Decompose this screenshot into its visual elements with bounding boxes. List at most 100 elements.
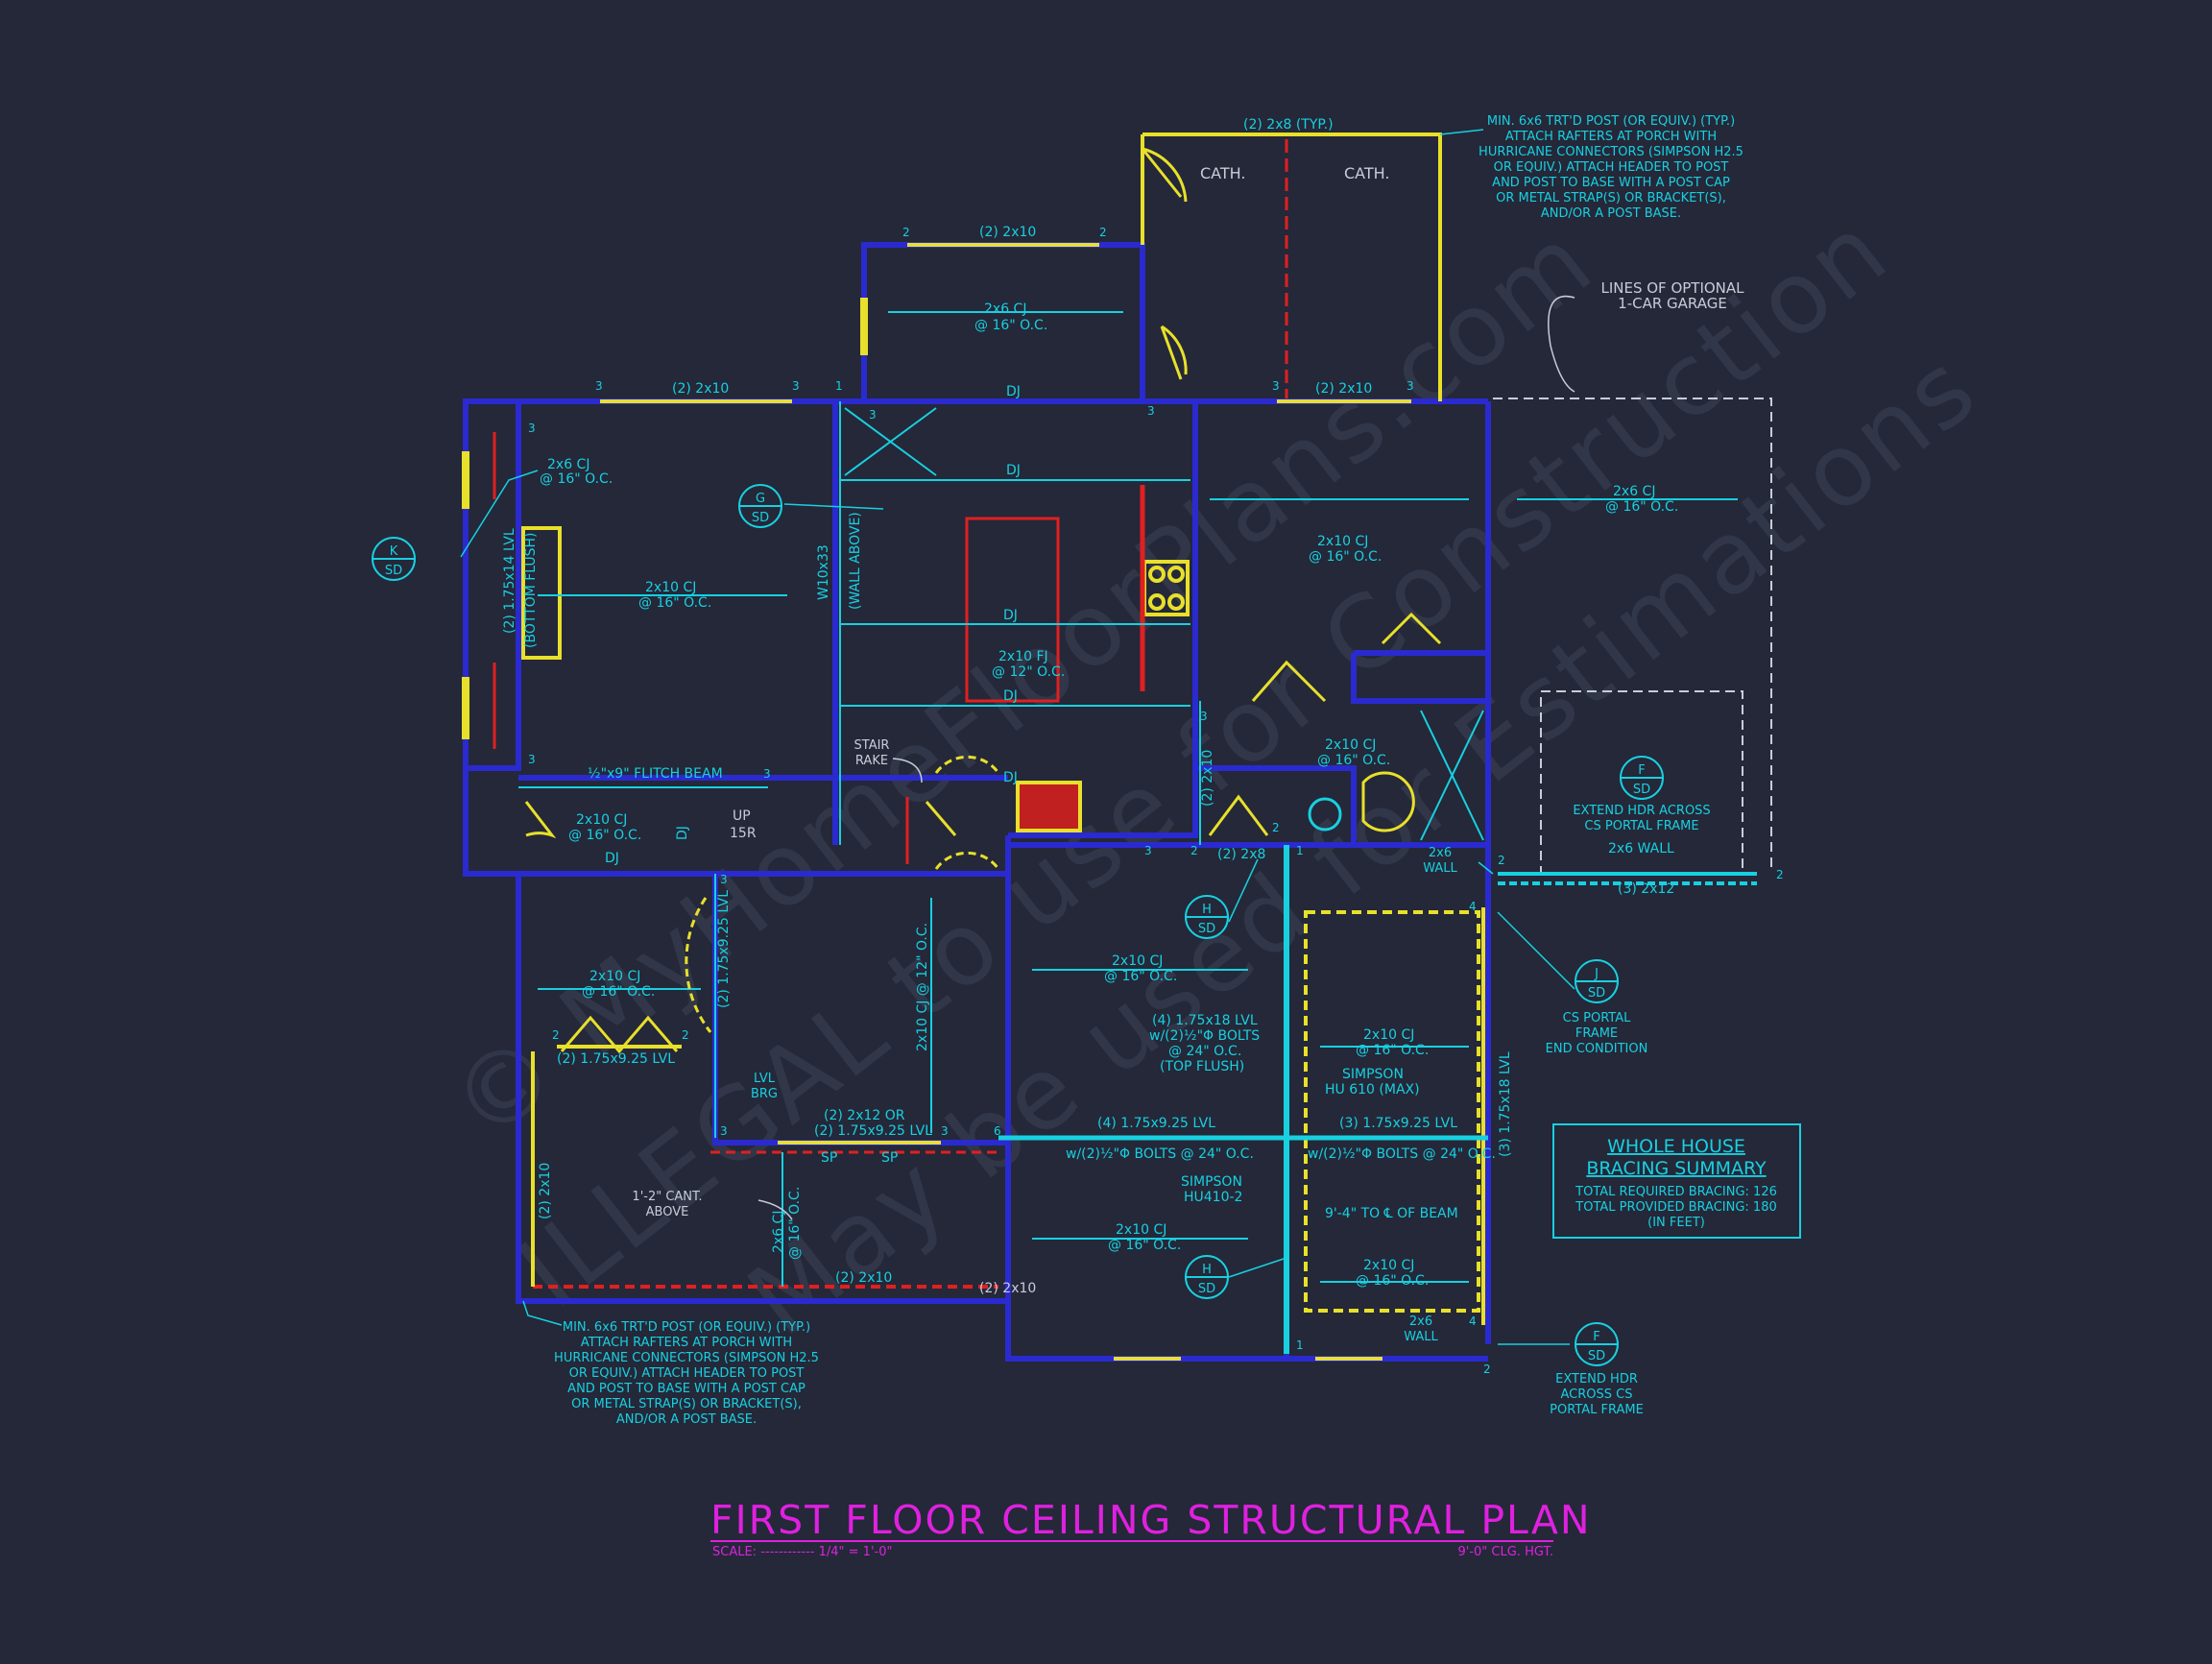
burner-2 (1167, 566, 1185, 583)
burner-1 (1148, 566, 1166, 583)
door-pantry (1251, 660, 1327, 703)
note-wall-a-1: 2x6 (1429, 846, 1452, 860)
vertical-labels: (2) 1.75x14 LVL (BOTTOM FLUSH) (WALL ABO… (502, 512, 1513, 1260)
note-porch-bottom-5: AND POST TO BASE WITH A POST CAP (567, 1382, 805, 1396)
label-hdr-porch-bottom: (2) 2x10 (835, 1270, 892, 1286)
label-lvl-3-18: (3) 1.75x18 LVL (1498, 1051, 1513, 1157)
note-extend-bottom-2: ACROSS CS (1561, 1387, 1633, 1402)
label-cj-center2-b: @ 16" O.C. (1108, 1238, 1181, 1253)
jack-num: 2 (1498, 854, 1505, 867)
jack-num: 3 (792, 379, 800, 393)
wall-kitchen-right (1008, 401, 1198, 838)
note-garage-1: LINES OF OPTIONAL (1600, 279, 1744, 297)
label-cj-6-b: @ 16" O.C. (787, 1187, 803, 1260)
label-porch-left-v: (2) 2x10 (538, 1163, 553, 1219)
label-fj-b: @ 12" O.C. (992, 664, 1065, 680)
label-cj-bath-a: 2x10 CJ (1325, 737, 1376, 753)
tag-k-sub: SD (385, 564, 402, 578)
note-lvl-brg-2: BRG (751, 1087, 778, 1101)
leader-h-2 (1228, 1257, 1287, 1278)
label-dj-2: DJ (1006, 463, 1021, 478)
label-lvl-h: (2) 1.75x9.25 LVL (557, 1051, 675, 1067)
jack-num: 1 (1296, 1338, 1304, 1352)
jack-numbers: 3 3 3 3 1 3 3 2 2 3 3 3 3 3 2 2 1 3 2 2 … (528, 226, 1784, 1376)
label-cj-br-a: 2x10 CJ (1363, 1027, 1414, 1043)
note-extend-1: EXTEND HDR ACROSS (1573, 804, 1710, 818)
bracing-heading-1: WHOLE HOUSE (1607, 1136, 1745, 1157)
ceiling-height-text: 9'-0" CLG. HGT. (1458, 1545, 1554, 1559)
label-lvl18-b: w/(2)½"Φ BOLTS (1149, 1028, 1260, 1044)
label-bolts-3: w/(2)½"Φ BOLTS @ 24" O.C. (1308, 1146, 1496, 1162)
label-hdr-2x10-v: (2) 2x10 (1200, 750, 1215, 807)
drawing-title: FIRST FLOOR CEILING STRUCTURAL PLAN SCAL… (710, 1497, 1590, 1559)
jack-num: 3 (1147, 404, 1155, 418)
note-garage-2: 1-CAR GARAGE (1618, 295, 1727, 312)
label-up: UP (733, 808, 751, 824)
note-porch-bottom-6: OR METAL STRAP(S) OR BRACKET(S), (571, 1397, 802, 1411)
note-porch-top-7: AND/OR A POST BASE. (1541, 206, 1681, 221)
jack-num: 2 (682, 1028, 689, 1042)
toilet (1361, 771, 1415, 832)
note-porch-top-6: OR METAL STRAP(S) OR BRACKET(S), (1496, 191, 1726, 205)
note-porch-bottom-2: ATTACH RAFTERS AT PORCH WITH (581, 1336, 792, 1350)
label-lvl18-c: @ 24" O.C. (1168, 1044, 1241, 1059)
label-cj-center-b: @ 16" O.C. (1104, 969, 1177, 984)
label-cj-center2-a: 2x10 CJ (1116, 1222, 1166, 1238)
tag-j-letter: J (1594, 967, 1599, 981)
fireplace (521, 526, 562, 660)
leader-garage (1548, 295, 1575, 393)
note-stair-rake-2: RAKE (855, 754, 888, 768)
label-lvl-9-25-v: (2) 1.75x9.25 LVL (716, 890, 732, 1008)
label-cj-left-b: @ 16" O.C. (540, 471, 613, 487)
tag-k-letter: K (390, 544, 398, 559)
jack-num: 2 (1272, 821, 1280, 834)
jack-num: 2 (1483, 1363, 1491, 1376)
label-cj-top-a: 2x6 CJ (984, 301, 1026, 317)
label-cj-mid-a: 2x10 CJ (589, 969, 640, 984)
notes: MIN. 6x6 TRT'D POST (OR EQUIV.) (TYP.) A… (554, 114, 1744, 1427)
label-simpson-hu-2: HU 610 (MAX) (1325, 1082, 1420, 1097)
tag-f1-sub: SD (1633, 783, 1650, 797)
note-extend-bottom-3: PORTAL FRAME (1550, 1403, 1644, 1417)
label-cj-right-a: 2x10 CJ (1317, 534, 1368, 549)
label-hdr-2x8: (2) 2x8 (1217, 847, 1265, 862)
label-lvl18-a: (4) 1.75x18 LVL (1152, 1013, 1258, 1028)
garage-header (1498, 872, 1757, 885)
label-cj-br2-a: 2x10 CJ (1363, 1258, 1414, 1273)
jack-num: 3 (720, 873, 728, 886)
leader-porch-bottom (522, 1300, 563, 1326)
label-cj-center-a: 2x10 CJ (1112, 953, 1163, 969)
label-sp-1: SP (821, 1150, 837, 1166)
note-extend-bottom-1: EXTEND HDR (1555, 1372, 1638, 1387)
label-cj-br-b: @ 16" O.C. (1356, 1043, 1429, 1058)
label-wall-above: (WALL ABOVE) (848, 512, 863, 610)
label-cj-main-b: @ 16" O.C. (638, 595, 711, 611)
note-wall-a-2: WALL (1423, 861, 1457, 876)
jack-num: 1 (835, 379, 843, 393)
bracing-summary-frame (1552, 1123, 1801, 1239)
label-lvl18-d: (TOP FLUSH) (1160, 1059, 1244, 1074)
note-porch-top-4: OR EQUIV.) ATTACH HEADER TO POST (1494, 160, 1729, 175)
leader-stair-rake (892, 758, 923, 784)
label-cj-left-a: 2x6 CJ (547, 457, 589, 472)
island (965, 517, 1060, 703)
wall-left-lower (516, 874, 1008, 1304)
door-closet-2 (560, 1015, 679, 1054)
door-arc-lower (685, 897, 712, 1033)
bracing-summary-box: WHOLE HOUSE BRACING SUMMARY TOTAL REQUIR… (1552, 1123, 1801, 1239)
tag-h1-letter: H (1202, 903, 1212, 917)
label-hdr-lvl-or: (2) 1.75x9.25 LVL (814, 1123, 932, 1139)
label-fj-a: 2x10 FJ (998, 649, 1048, 664)
scale-text: SCALE: ------------ 1/4" = 1'-0" (712, 1545, 892, 1559)
cross-2 (844, 407, 937, 476)
note-wall-b-2: WALL (1404, 1330, 1438, 1344)
leader-wall-a (1478, 861, 1494, 875)
label-hdr-2x12-or: (2) 2x12 OR (824, 1108, 905, 1123)
jack-num: 3 (1144, 844, 1152, 857)
label-w10x33: W10x33 (816, 544, 831, 600)
leader-porch-top (1439, 129, 1484, 135)
label-cj-6-a: 2x6 CJ (771, 1211, 786, 1253)
label-hdr-2x10-c: (2) 2x10 (1315, 381, 1372, 397)
